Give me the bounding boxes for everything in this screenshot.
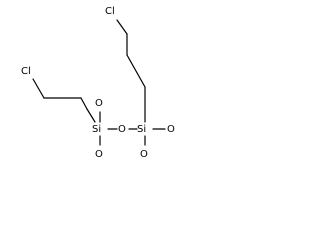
- bonds: [32, 19, 166, 146]
- atom-si-right: Si: [137, 124, 146, 135]
- structure-diagram: Cl Cl Si Si O O O O O: [21, 6, 175, 159]
- atom-o-si-right-right: O: [167, 124, 175, 135]
- bond-cl-left-c1: [32, 78, 45, 99]
- bond-left-c3-si: [86, 108, 96, 123]
- atom-cl-left: Cl: [21, 66, 31, 77]
- bond-right-c1-c2: [126, 54, 146, 88]
- atom-o-si-left-bottom: O: [95, 149, 103, 159]
- atom-o-bridge: O: [118, 124, 126, 135]
- bond-right-c3-cl: [116, 19, 128, 35]
- bond-left-c2-c3: [80, 97, 88, 110]
- atom-cl-right: Cl: [105, 6, 115, 17]
- atom-labels: Cl Cl Si Si O O O O O: [21, 6, 175, 159]
- atom-o-si-left-top: O: [95, 98, 103, 109]
- atom-o-si-right-bottom: O: [140, 149, 148, 159]
- atom-si-left: Si: [92, 124, 101, 135]
